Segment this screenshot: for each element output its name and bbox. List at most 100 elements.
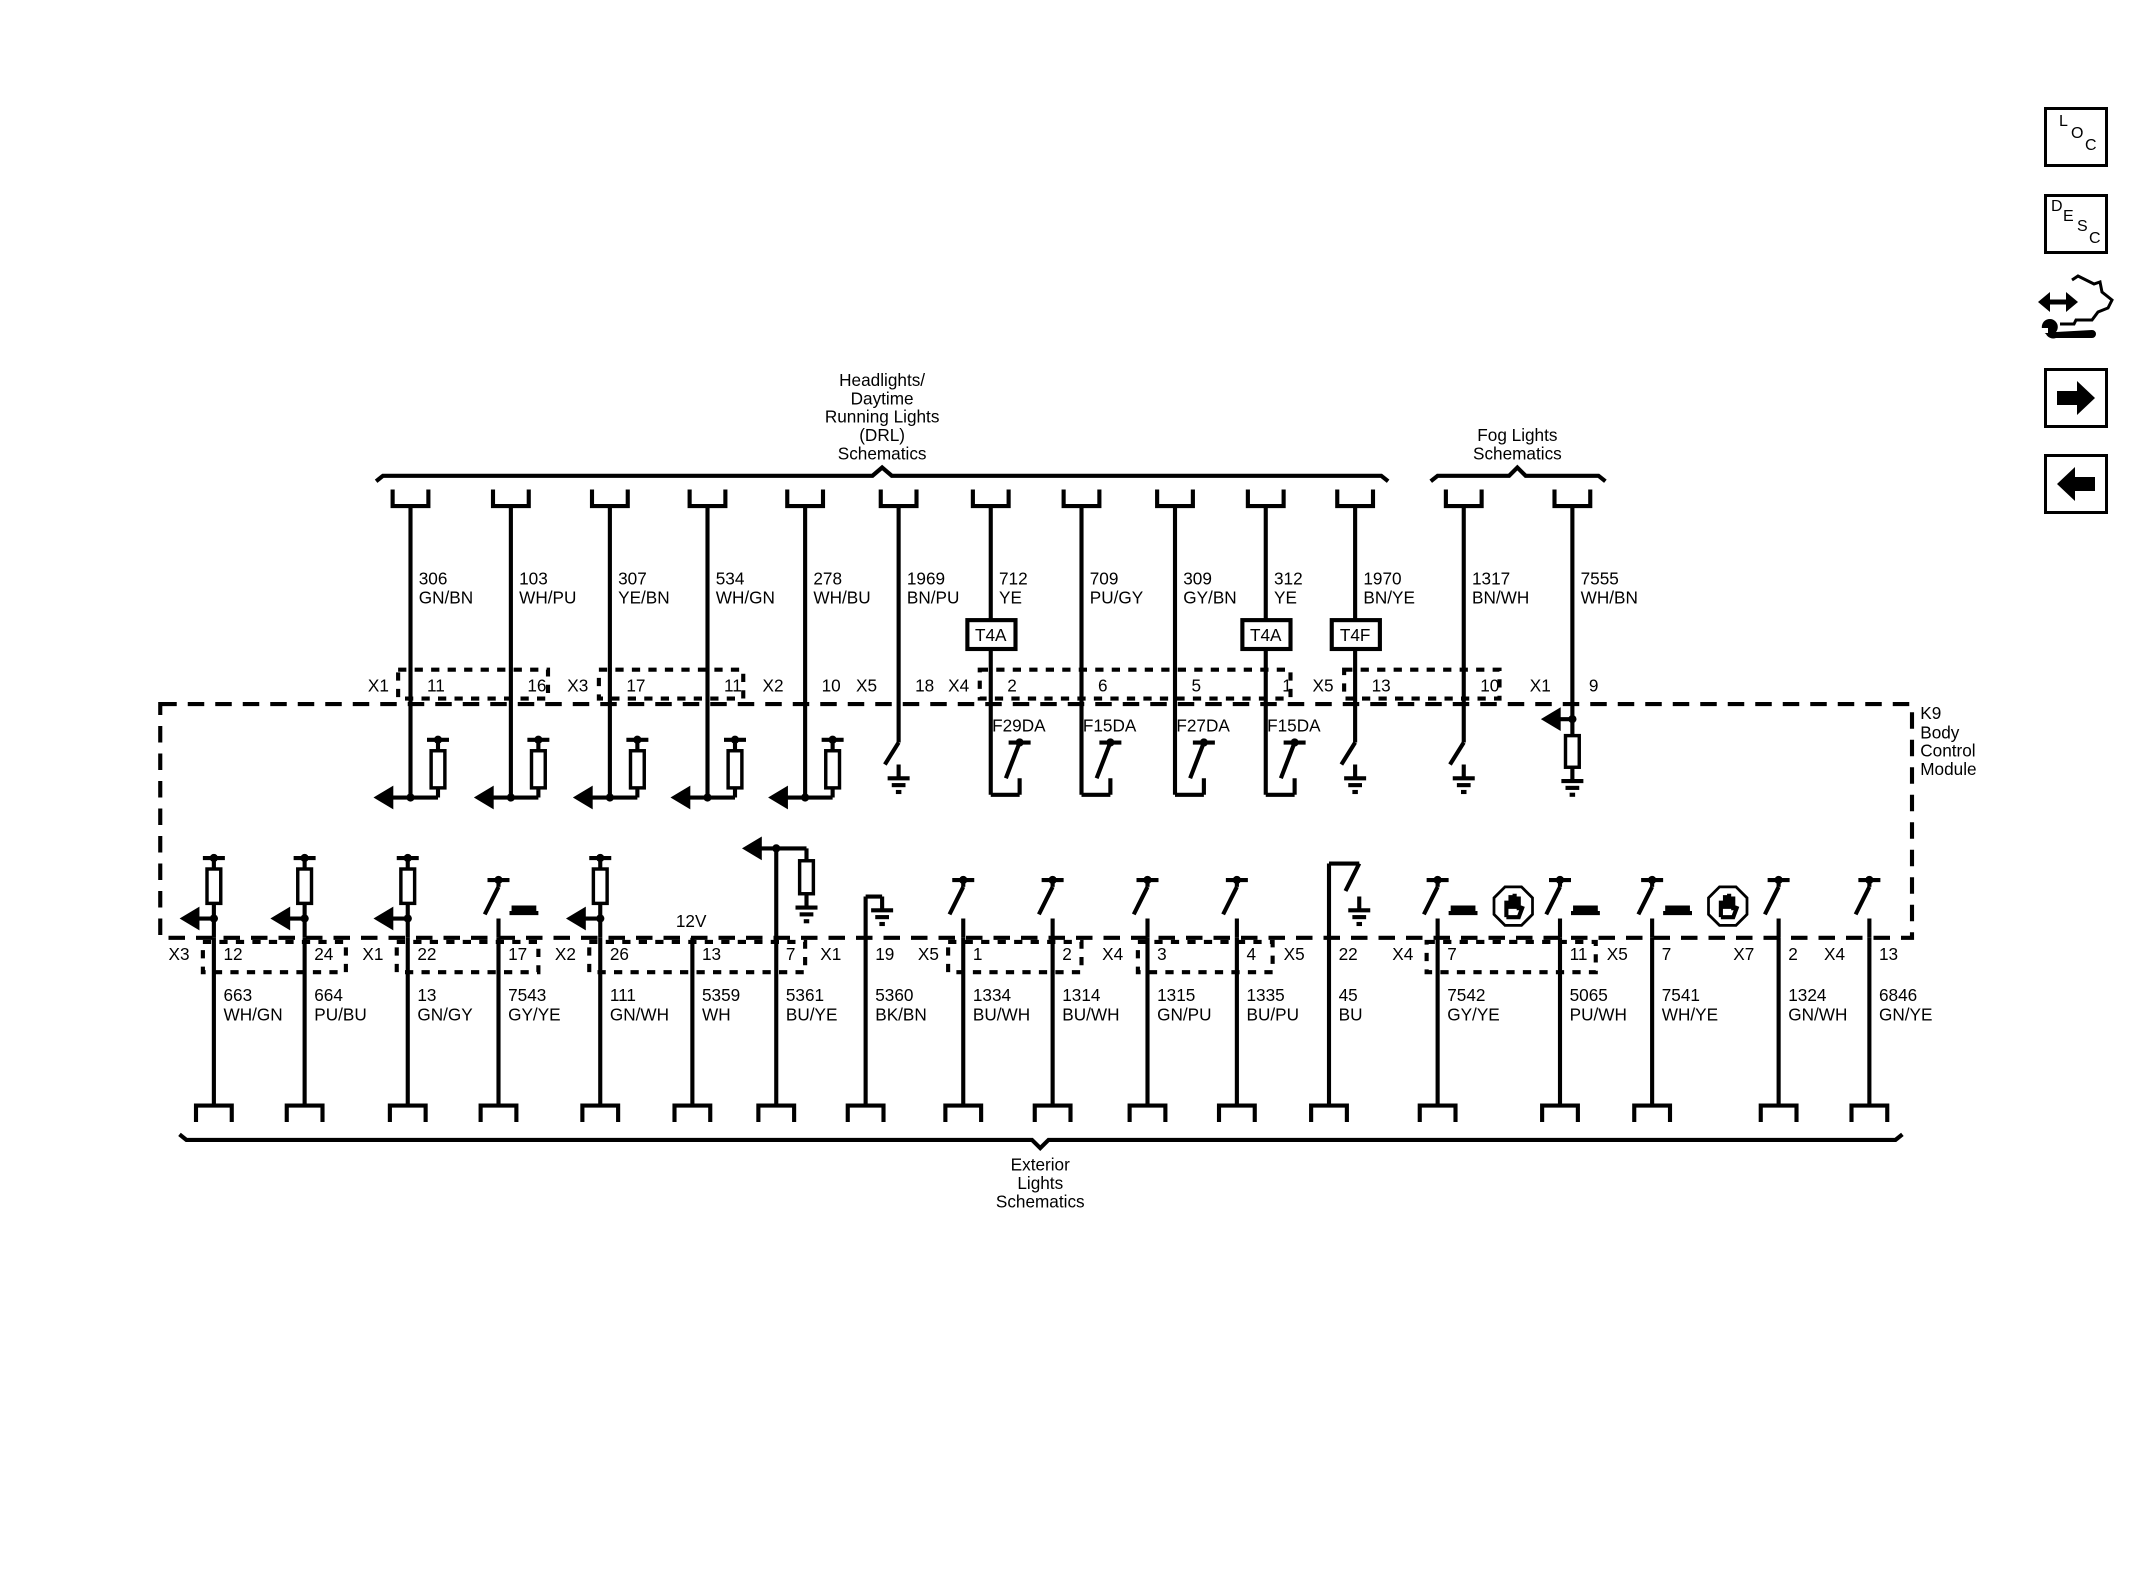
harness-connector-icon: [284, 1103, 325, 1122]
fuse-id: F29DA: [992, 716, 1046, 736]
harness-connector-icon: [1061, 489, 1102, 509]
circuit-number: 709: [1090, 568, 1119, 588]
pin-number: 22: [1339, 944, 1358, 964]
pwm-signal-icon: [1663, 905, 1692, 916]
pin-number: 13: [1372, 676, 1391, 696]
loc-button[interactable]: L O C: [2044, 107, 2108, 167]
junction-dot: [1143, 875, 1152, 885]
connector-group: [977, 667, 1293, 701]
connector-group: [394, 939, 541, 975]
harness-connector-icon: [490, 489, 531, 509]
wire-segment: [1422, 885, 1440, 916]
connector-id: X2: [763, 676, 784, 696]
harness-connector-icon: [1758, 1103, 1799, 1122]
junction-dot: [1015, 738, 1024, 747]
pin-number: 17: [508, 944, 527, 964]
pin-number: 18: [915, 676, 934, 696]
prev-page-button[interactable]: [2044, 454, 2108, 514]
junction-dot: [1106, 738, 1115, 747]
wire-color: WH/YE: [1662, 1004, 1718, 1024]
pin-number: 12: [224, 944, 243, 964]
fuse-id: F15DA: [1083, 716, 1137, 736]
connector-id: X5: [856, 676, 877, 696]
wire-segment: [1094, 741, 1113, 779]
resistor-icon: [591, 867, 609, 906]
pin-number: 17: [626, 676, 645, 696]
splice-pack: [965, 618, 1018, 652]
pin-number: 2: [1788, 944, 1798, 964]
arrow-head: [741, 836, 762, 861]
wire-color: WH/GN: [716, 588, 775, 608]
junction-dot: [209, 853, 218, 863]
harness-connector-icon: [1443, 489, 1484, 509]
desc-button[interactable]: D E S C: [2044, 194, 2108, 254]
module-name-line: Body: [1920, 722, 1960, 742]
circuit-number: 312: [1274, 568, 1303, 588]
arrow-head: [473, 785, 494, 810]
connector-repair-button[interactable]: [2036, 272, 2118, 352]
output-arrow-icon: [179, 906, 200, 931]
pin-number: 1: [973, 944, 983, 964]
splice-pack: [1329, 618, 1382, 652]
circuit-number: 664: [314, 985, 343, 1005]
pin-number: 24: [314, 944, 334, 964]
junction-dot: [1199, 738, 1208, 747]
connector-id: X5: [918, 944, 939, 964]
harness-connector-icon: [1245, 489, 1286, 509]
next-page-button[interactable]: [2044, 368, 2108, 428]
arrow-left-icon: [2057, 467, 2095, 501]
wire-color: YE: [999, 588, 1022, 608]
stop-hand-icon: [1492, 885, 1534, 927]
wire-color: GN/WH: [1788, 1004, 1847, 1024]
harness-connector-icon: [1540, 1103, 1580, 1122]
junction-dot: [1232, 875, 1241, 885]
wire-color: WH/BU: [813, 588, 870, 608]
arrow-head: [768, 785, 788, 810]
splice-id: T4A: [975, 625, 1007, 645]
desc-letter-e: E: [2063, 208, 2074, 225]
header-line: Headlights/: [839, 370, 925, 390]
circuit-number: 6846: [1879, 985, 1917, 1005]
desc-letter-c: C: [2089, 230, 2101, 247]
wire-color: GY/YE: [508, 1004, 561, 1024]
